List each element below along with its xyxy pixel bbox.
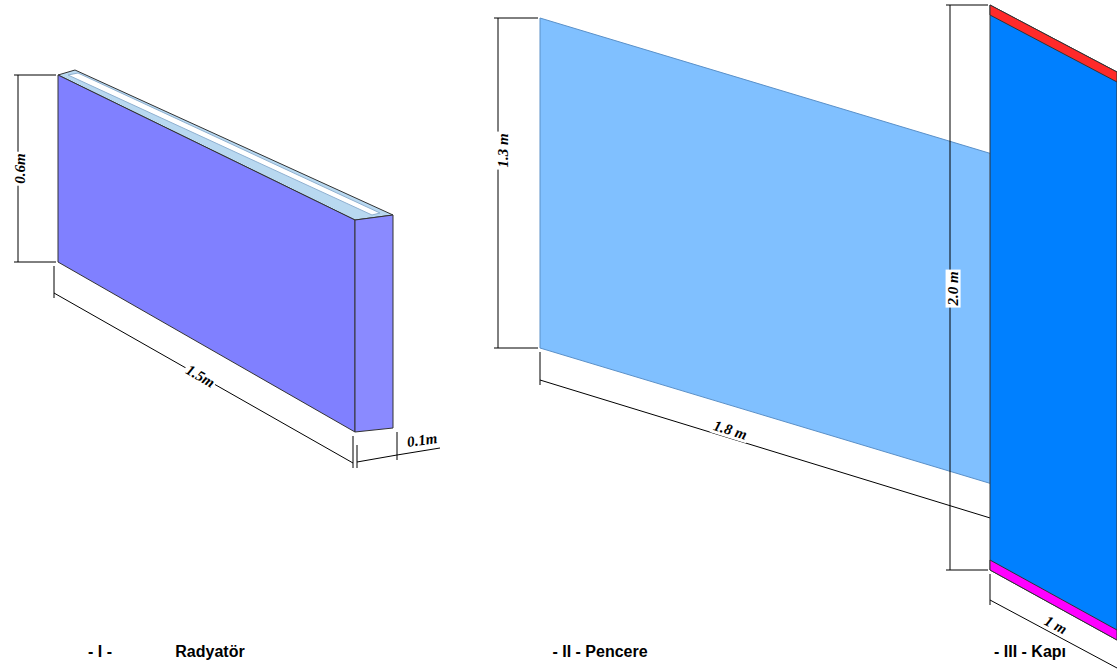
dimension-label: 1.8 m bbox=[710, 417, 751, 443]
dimension-label: 1.3 m bbox=[495, 131, 510, 169]
dimension-label: 0.6m bbox=[12, 151, 27, 185]
dimension-label: 2.0 m bbox=[945, 269, 960, 307]
caption-text: Radyatör bbox=[175, 644, 244, 660]
window-dimensions bbox=[494, 18, 1062, 545]
caption-number: - I - bbox=[88, 644, 112, 660]
caption-text: - II - Pencere bbox=[552, 644, 647, 660]
dimension-label: 1.5m bbox=[181, 361, 218, 391]
door-dimensions bbox=[946, 5, 1117, 668]
door bbox=[990, 5, 1117, 640]
radiator bbox=[58, 70, 393, 432]
radiator-dimensions bbox=[14, 75, 440, 468]
dimension-label: 1 m bbox=[1040, 612, 1071, 638]
caption-text: - III - Kapı bbox=[994, 644, 1066, 660]
window bbox=[540, 18, 1062, 505]
dimension-label: 0.1m bbox=[404, 430, 440, 450]
